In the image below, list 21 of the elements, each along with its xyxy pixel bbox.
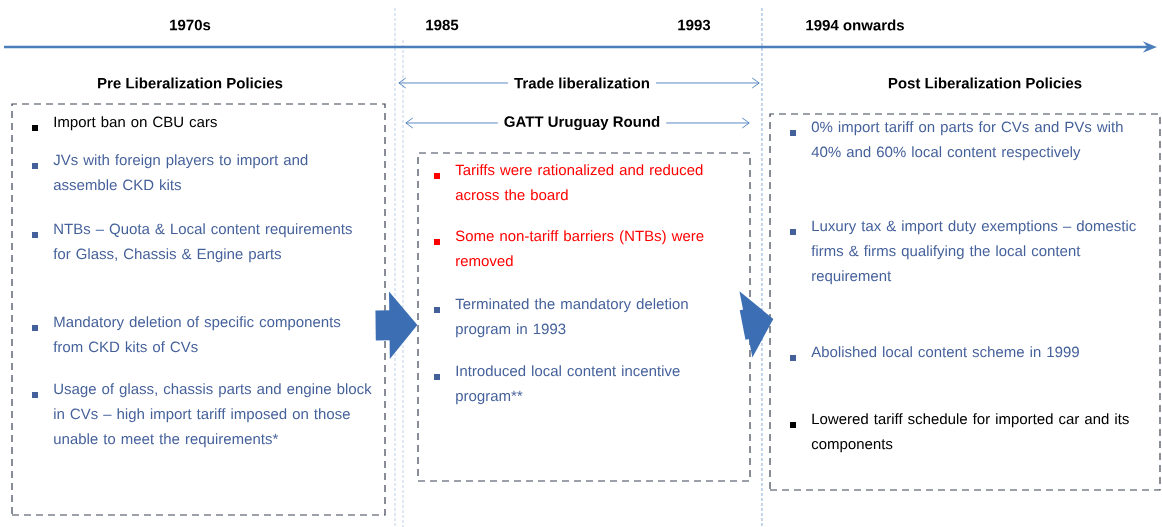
- range-label: GATT Uruguay Round: [497, 112, 667, 134]
- bullet-item: Usage of glass, chassis parts and engine block in CVs – high import tariff imposed on those unable to meet the requirements*: [32, 383, 372, 448]
- bullet-item: Mandatory deletion of specific components from CKD kits of CVs: [32, 316, 341, 353]
- heading: Pre Liberalization Policies: [98, 77, 283, 89]
- bullet-item: NTBs – Quota & Local content requirements for Glass, Chassis & Engine parts: [32, 223, 352, 263]
- bullet-item: JVs with foreign players to import and assemble CKD kits: [32, 154, 308, 191]
- bullet-item: Some non-tariff barriers (NTBs) were removed: [434, 230, 704, 267]
- year-label: 1993: [674, 16, 714, 34]
- bullet-item: Introduced local content incentive program**: [434, 365, 680, 405]
- bullet-item: 0% import tariff on parts for CVs and PVs with 40% and 60% local content respectively: [790, 121, 1123, 161]
- bullet-item: Import ban on CBU cars: [32, 116, 217, 131]
- bullet-item: Lowered tariff schedule for imported car and its components: [790, 413, 1129, 453]
- range-label: Trade liberalization: [508, 74, 656, 92]
- year-label: 1985: [422, 16, 462, 34]
- bullet-item: Terminated the mandatory deletion program in 1993: [434, 298, 688, 338]
- year-label: 1994 onwards: [802, 16, 908, 34]
- heading: Post Liberalization Policies: [888, 77, 1082, 89]
- year-label: 1970s: [166, 16, 214, 34]
- bullet-item: Luxury tax & import duty exemptions – domestic firms & firms qualifying the local content requirement: [790, 220, 1136, 285]
- bullet-item: Tariffs were rationalized and reduced across the board: [434, 164, 703, 201]
- bullet-item: Abolished local content scheme in 1999: [790, 346, 1079, 361]
